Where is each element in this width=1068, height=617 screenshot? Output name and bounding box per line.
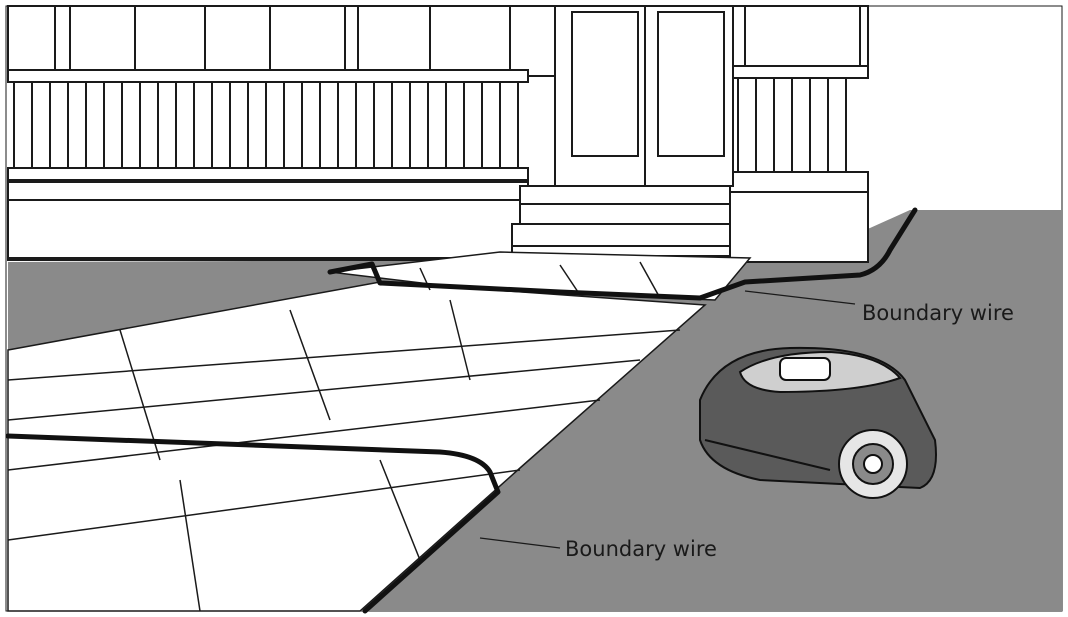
label-boundary-wire-upper: Boundary wire: [862, 301, 1014, 325]
label-boundary-wire-lower: Boundary wire: [565, 537, 717, 561]
steps: [520, 186, 730, 204]
